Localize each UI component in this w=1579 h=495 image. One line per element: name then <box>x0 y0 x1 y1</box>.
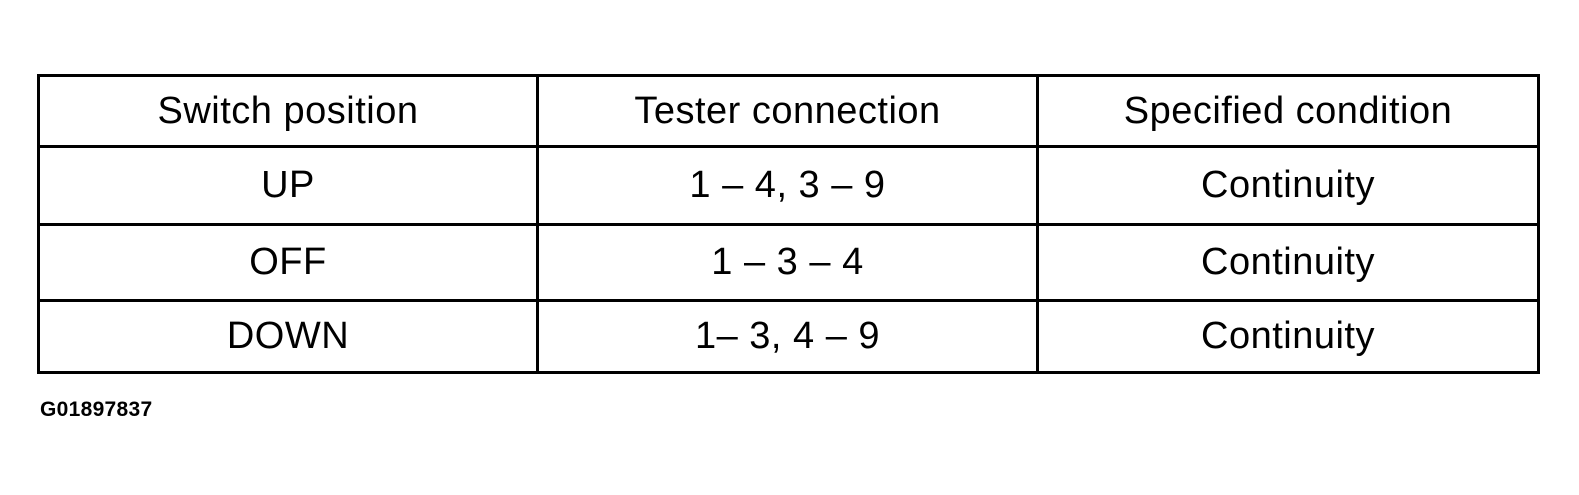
continuity-table: Switch position Tester connection Specif… <box>37 74 1540 374</box>
table-row: DOWN 1– 3, 4 – 9 Continuity <box>37 299 1540 374</box>
figure-code: G01897837 <box>40 398 153 421</box>
cell-switch-position: OFF <box>37 223 539 302</box>
cell-specified-condition: Continuity <box>1036 145 1540 226</box>
cell-specified-condition: Continuity <box>1036 223 1540 302</box>
cell-switch-position: UP <box>37 145 539 226</box>
table-row: UP 1 – 4, 3 – 9 Continuity <box>37 145 1540 226</box>
cell-tester-connection: 1– 3, 4 – 9 <box>536 299 1039 374</box>
table-row: OFF 1 – 3 – 4 Continuity <box>37 223 1540 302</box>
header-specified-condition: Specified condition <box>1036 74 1540 148</box>
cell-tester-connection: 1 – 4, 3 – 9 <box>536 145 1039 226</box>
header-switch-position: Switch position <box>37 74 539 148</box>
header-row: Switch position Tester connection Specif… <box>37 74 1540 148</box>
cell-tester-connection: 1 – 3 – 4 <box>536 223 1039 302</box>
cell-specified-condition: Continuity <box>1036 299 1540 374</box>
cell-switch-position: DOWN <box>37 299 539 374</box>
header-tester-connection: Tester connection <box>536 74 1039 148</box>
